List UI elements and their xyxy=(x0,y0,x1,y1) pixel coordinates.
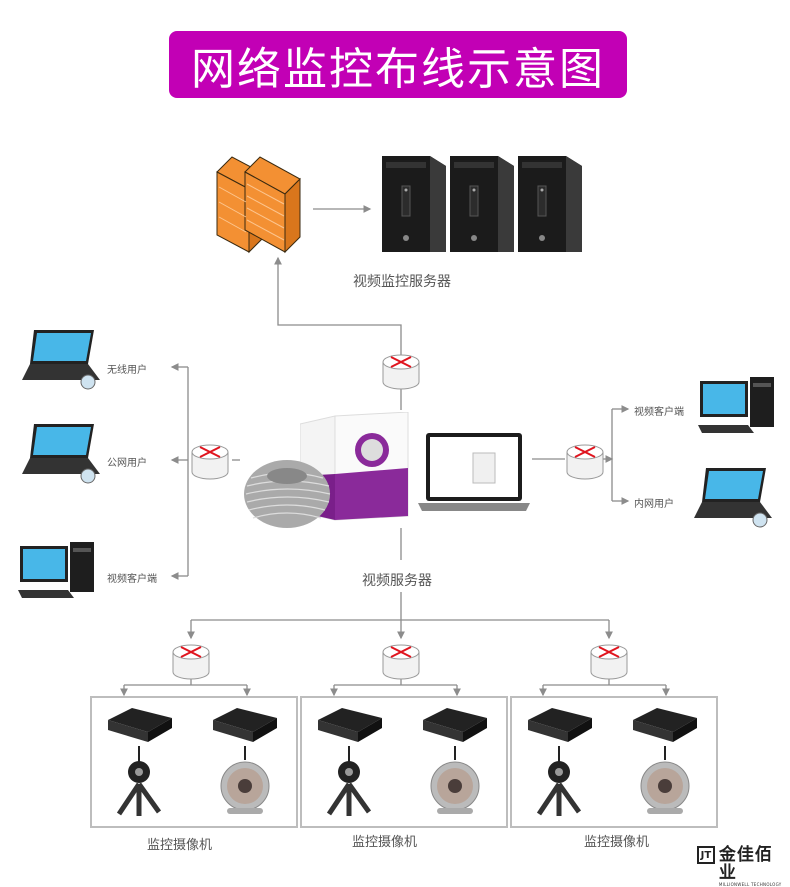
client-label: 视频客户端 xyxy=(107,574,157,585)
tower-server-icon xyxy=(518,156,582,252)
video-encoder-icon xyxy=(108,708,172,742)
router-icon-left xyxy=(191,444,229,480)
camera-group-label: 监控摄像机 xyxy=(352,835,418,850)
client-label: 无线用户 xyxy=(107,365,147,376)
video-encoder-icon xyxy=(213,708,277,742)
client-label: 公网用户 xyxy=(107,458,147,469)
logo-name: 金佳佰业 xyxy=(718,845,773,883)
video-encoder-icon xyxy=(528,708,592,742)
diagram-title: 网络监控布线示意图 xyxy=(169,31,627,98)
laptop-icon xyxy=(22,330,100,390)
ir-camera-icon xyxy=(430,746,480,814)
video-surveillance-servers xyxy=(382,152,584,252)
camera-group-1 xyxy=(90,696,298,828)
camera-group-2 xyxy=(300,696,508,828)
ir-camera-icon xyxy=(220,746,270,814)
router-icon-group-2 xyxy=(382,644,420,680)
tower-server-icon xyxy=(382,156,446,252)
cable-reel-icon xyxy=(244,460,331,528)
ir-camera-icon xyxy=(640,746,690,814)
firewall-icon xyxy=(216,156,301,254)
video-encoder-icon xyxy=(423,708,487,742)
webcam-icon xyxy=(116,746,162,816)
camera-group-3 xyxy=(510,696,718,828)
server-label: 视频监控服务器 xyxy=(353,274,451,290)
webcam-icon xyxy=(326,746,372,816)
logo-mark-icon: JT xyxy=(697,846,715,864)
tower-server-icon xyxy=(450,156,514,252)
client-label: 视频客户端 xyxy=(634,407,684,418)
router-icon-group-3 xyxy=(590,644,628,680)
camera-group-label: 监控摄像机 xyxy=(584,835,650,850)
brand-logo: JT 金佳佰业 MILLIONWELL TECHNOLOGY xyxy=(697,846,790,887)
video-server-label: 视频服务器 xyxy=(362,573,432,589)
webcam-icon xyxy=(536,746,582,816)
client-label: 内网用户 xyxy=(634,499,674,510)
macbook-icon xyxy=(418,433,530,511)
router-icon-group-1 xyxy=(172,644,210,680)
camera-group-label: 监控摄像机 xyxy=(147,838,213,853)
router-icon-top xyxy=(382,354,420,390)
video-encoder-icon xyxy=(633,708,697,742)
desktop-pc-icon xyxy=(698,377,774,433)
video-encoder-icon xyxy=(318,708,382,742)
desktop-pc-icon xyxy=(18,542,94,598)
router-icon-right xyxy=(566,444,604,480)
laptop-icon xyxy=(694,468,772,528)
logo-tagline: MILLIONWELL TECHNOLOGY xyxy=(718,882,782,887)
laptop-icon xyxy=(22,424,100,484)
